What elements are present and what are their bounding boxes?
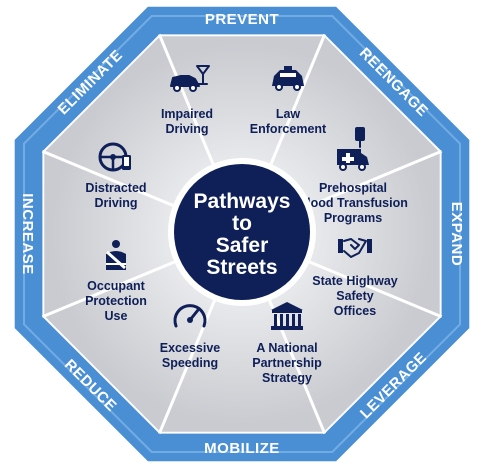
segment-5	[160, 234, 324, 432]
rim-label-prevent: PREVENT	[205, 11, 279, 28]
capitol-building-icon	[271, 302, 303, 330]
segment-label-line: Use	[105, 309, 128, 323]
rim-label-expand: EXPAND	[448, 202, 465, 266]
segment-label-line: State Highway	[312, 274, 397, 288]
segment-label-line: Programs	[324, 211, 382, 225]
police-car-icon	[272, 66, 304, 91]
car-cocktail-icon	[170, 65, 210, 92]
segment-label-line: Occupant	[87, 279, 145, 293]
center-title-line-2: to	[232, 212, 252, 235]
segment-label-line: Safety	[336, 289, 374, 303]
rim-label-increase: INCREASE	[19, 193, 36, 275]
segment-label-line: Blood Transfusion	[298, 196, 408, 210]
center-title-line-3: Safer	[216, 234, 269, 257]
segment-3	[242, 152, 440, 316]
segment-label-line: Offices	[334, 304, 376, 318]
segment-label-line: Strategy	[262, 371, 312, 385]
segment-label-line: Protection	[85, 294, 147, 308]
segment-label-line: A National	[256, 341, 317, 355]
ambulance-blood-bag-icon	[337, 127, 369, 171]
segment-label-line: Partnership	[252, 356, 322, 370]
steering-wheel-phone-icon	[98, 142, 131, 172]
octagon-rim-highlight	[23, 15, 461, 453]
segment-label-line: Impaired	[161, 107, 213, 121]
segment-label-line: Driving	[94, 196, 137, 210]
center-title-line-4: Streets	[206, 256, 277, 279]
segment-7	[44, 152, 242, 316]
segment-label-line: Prehospital	[319, 181, 387, 195]
segment-label-line: Enforcement	[250, 122, 327, 136]
segment-label-line: Driving	[165, 122, 208, 136]
segment-label-line: Law	[276, 107, 301, 121]
seatbelt-person-icon	[106, 240, 126, 270]
handshake-icon	[338, 238, 372, 258]
center-circle	[174, 164, 310, 300]
segment-label-line: Excessive	[160, 341, 221, 355]
center-title-line-1: Pathways	[194, 190, 291, 213]
segment-label-line: Speeding	[162, 356, 218, 370]
speedometer-icon	[173, 304, 207, 328]
segment-label-line: Distracted	[85, 181, 146, 195]
rim-label-mobilize: MOBILIZE	[204, 440, 280, 457]
